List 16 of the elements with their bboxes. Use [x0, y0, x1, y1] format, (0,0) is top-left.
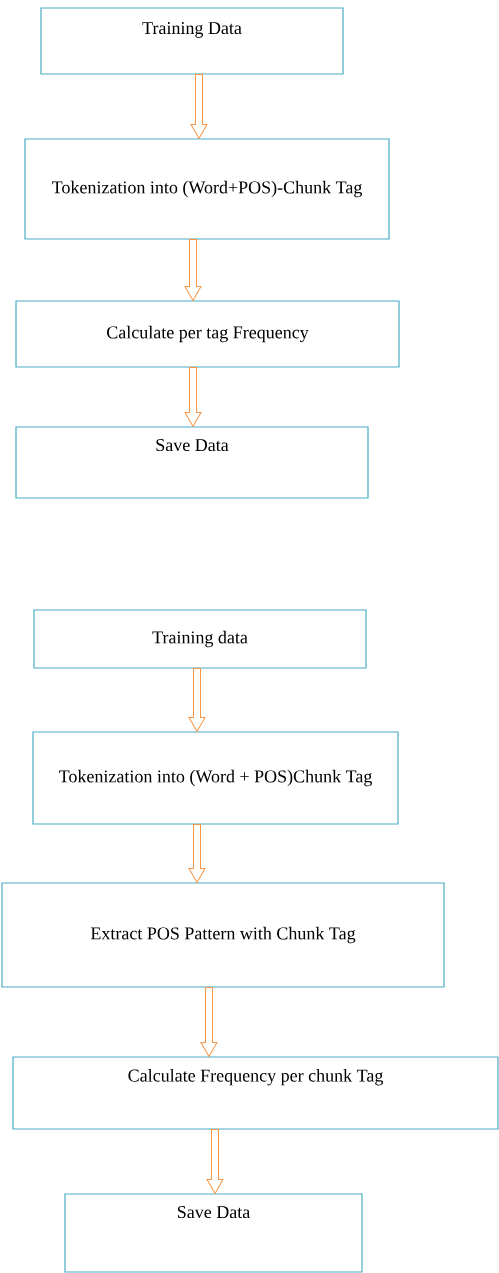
hollow-arrow: [184, 367, 202, 427]
process-box: Training Data: [40, 7, 344, 75]
process-box: Save Data: [64, 1193, 363, 1273]
process-box: Calculate per tag Frequency: [15, 300, 400, 368]
process-box: Tokenization into (Word+POS)-Chunk Tag: [24, 138, 390, 240]
hollow-arrow: [188, 824, 206, 883]
hollow-arrow: [190, 74, 208, 139]
hollow-arrow: [184, 239, 202, 301]
hollow-arrow: [188, 668, 206, 732]
process-box: Tokenization into (Word + POS)Chunk Tag: [32, 731, 399, 825]
process-box: Save Data: [15, 426, 369, 499]
hollow-arrow: [200, 987, 218, 1057]
hollow-arrow: [206, 1129, 224, 1194]
process-box: Calculate Frequency per chunk Tag: [12, 1056, 499, 1130]
process-box: Training data: [33, 609, 367, 669]
process-box: Extract POS Pattern with Chunk Tag: [1, 882, 445, 988]
